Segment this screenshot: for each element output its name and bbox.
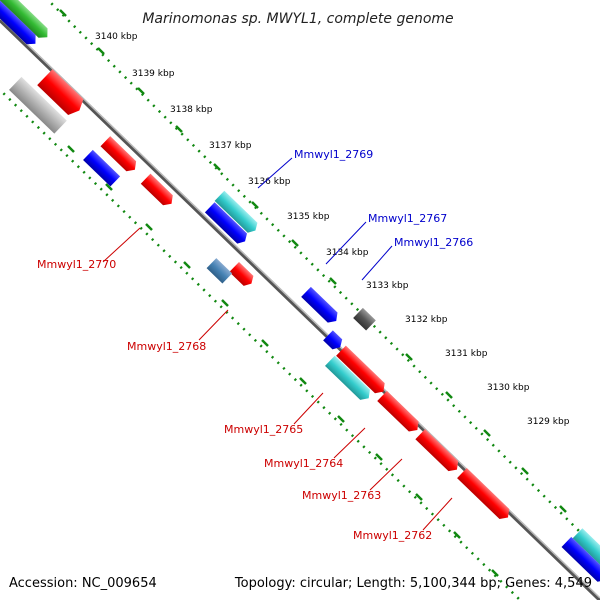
gene-callouts (102, 157, 453, 531)
gene-arrow-2769 (214, 190, 258, 233)
kbp-label: 3134 kbp (326, 248, 369, 258)
gene-arrow-2767 (301, 286, 338, 323)
gene-box-blue (83, 149, 121, 187)
major-tick (491, 569, 499, 577)
kbp-label: 3140 kbp (95, 32, 138, 42)
gene-arrow-2763 (415, 429, 459, 472)
major-tick (105, 183, 113, 191)
kbp-label: 3131 kbp (445, 349, 488, 359)
kbp-label: 3136 kbp (248, 177, 291, 187)
gene-label[interactable]: Mmwyl1_2765 (224, 423, 303, 436)
major-tick (261, 339, 269, 347)
major-tick (445, 391, 453, 399)
callout-line (102, 227, 141, 263)
gene-arrow-2764 (377, 390, 419, 432)
gene-arrow-cyan (324, 355, 370, 400)
major-tick (175, 125, 183, 133)
lower-tick-track (0, 88, 521, 600)
gene-label[interactable]: Mmwyl1_2764 (264, 457, 343, 470)
major-tick (59, 9, 67, 17)
gene-label[interactable]: Mmwyl1_2766 (394, 236, 473, 249)
callout-line (198, 309, 229, 341)
gene-arrow-blue (561, 536, 600, 582)
gene-arrow-red (140, 173, 173, 206)
kbp-label: 3132 kbp (405, 315, 448, 325)
major-tick (405, 353, 413, 361)
major-tick (453, 531, 461, 539)
gene-arrow-cyan (572, 528, 600, 572)
gene-label[interactable]: Mmwyl1_2770 (37, 258, 116, 271)
kbp-label: 3138 kbp (170, 105, 213, 115)
major-ticks (29, 9, 567, 577)
major-tick (67, 145, 75, 153)
gene-arrow-2765 (336, 345, 385, 394)
genome-summary-text: Topology: circular; Length: 5,100,344 bp… (234, 576, 592, 591)
gene-labels: Mmwyl1_2770 Mmwyl1_2769 Mmwyl1_2768 Mmwy… (37, 148, 473, 542)
genome-backbone-highlight (0, 17, 600, 599)
callout-line (422, 497, 453, 531)
gene-arrow-2768 (229, 261, 254, 286)
major-tick (145, 223, 153, 231)
major-tick (559, 505, 567, 513)
major-tick (251, 201, 259, 209)
major-tick (97, 47, 105, 55)
major-tick (337, 415, 345, 423)
callout-line (361, 245, 393, 281)
major-tick (299, 377, 307, 385)
kbp-label: 3137 kbp (209, 141, 252, 151)
genome-backbone (0, 18, 600, 600)
callout-line (333, 427, 366, 459)
major-tick (221, 299, 229, 307)
callout-line (257, 157, 293, 189)
gene-pseudo-gray (8, 76, 67, 134)
gene-box-2766 (353, 307, 376, 331)
gene-arrow-2770 (37, 69, 84, 115)
callout-line (293, 392, 324, 425)
gene-label[interactable]: Mmwyl1_2769 (294, 148, 373, 161)
callout-line (369, 458, 403, 491)
major-tick (137, 87, 145, 95)
callout-line (325, 221, 367, 265)
gene-label[interactable]: Mmwyl1_2762 (353, 529, 432, 542)
gene-label[interactable]: Mmwyl1_2767 (368, 212, 447, 225)
major-tick (213, 163, 221, 171)
gene-arrow-blue (323, 330, 343, 350)
major-tick (375, 453, 383, 461)
major-tick (521, 467, 529, 475)
gene-box-steel (206, 258, 233, 284)
major-tick (483, 429, 491, 437)
kbp-label: 3139 kbp (132, 69, 175, 79)
major-tick (415, 493, 423, 501)
major-tick (329, 277, 337, 285)
gene-arrow-blue (204, 202, 248, 244)
kbp-labels: 3140 kbp 3139 kbp 3138 kbp 3137 kbp 3136… (95, 32, 570, 427)
map-title: Marinomonas sp. MWYL1, complete genome (142, 11, 453, 27)
gene-arrow-blue (0, 0, 36, 45)
major-tick (291, 239, 299, 247)
kbp-label: 3129 kbp (527, 417, 570, 427)
kbp-label: 3135 kbp (287, 212, 330, 222)
kbp-label: 3130 kbp (487, 383, 530, 393)
gene-arrow-green (0, 0, 48, 38)
kbp-label: 3133 kbp (366, 281, 409, 291)
accession-text: Accession: NC_009654 (9, 576, 157, 591)
gene-arrow-2762 (457, 468, 510, 520)
gene-label[interactable]: Mmwyl1_2768 (127, 340, 206, 353)
gene-label[interactable]: Mmwyl1_2763 (302, 489, 381, 502)
major-tick (183, 261, 191, 269)
gene-arrow-red (100, 136, 137, 172)
